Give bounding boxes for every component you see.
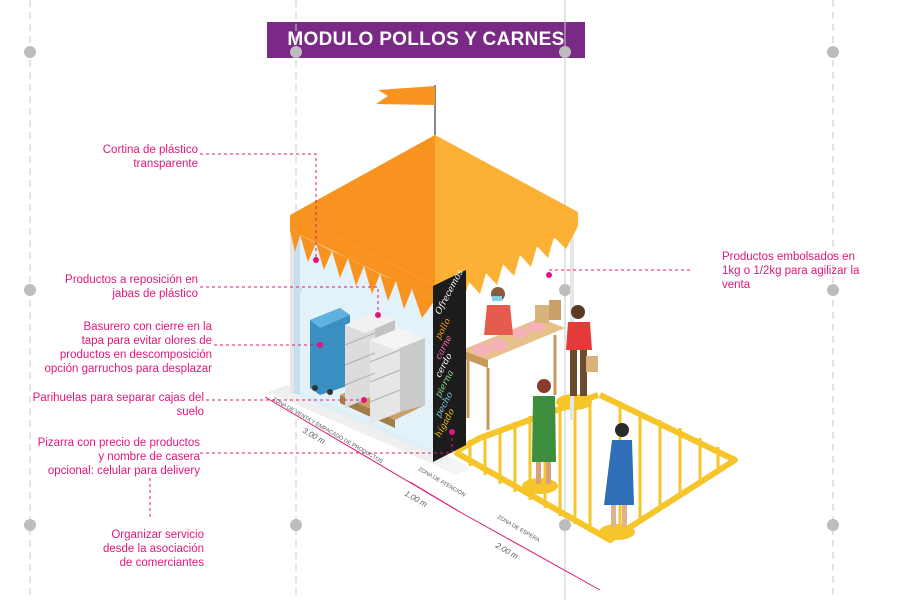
label-line: Parihuelas para separar cajas del: [32, 392, 204, 404]
chalkboard: [433, 270, 466, 462]
label-organizar: Organizar servicio desde la asociación d…: [60, 528, 204, 570]
label-basurero: Basurero con cierre en la tapa para evit…: [10, 320, 213, 376]
label-line: de comerciantes: [119, 557, 204, 569]
label-parihuelas: Parihuelas para separar cajas del suelo: [4, 391, 204, 419]
label-line: jabas de plástico: [112, 288, 198, 300]
zone-label-espera: ZONA DE ESPERA: [496, 515, 541, 544]
pallet-with-crates: [340, 312, 425, 428]
floor-zones: [268, 385, 470, 475]
dimension-lines: [264, 396, 601, 591]
sales-counter: [462, 300, 565, 430]
label-line: opcional: celular para delivery: [47, 465, 200, 477]
vendor-figure: [484, 287, 513, 335]
label-pizarra: Pizarra con precio de productos y nombre…: [4, 436, 200, 478]
label-line: Productos a reposición en: [65, 274, 198, 286]
label-embolsados: Productos embolsados en 1kg o 1/2kg para…: [722, 250, 894, 292]
label-reposicion: Productos a reposición en jabas de plást…: [20, 273, 198, 301]
tent-structure: [290, 85, 578, 318]
callout-lines: [149, 153, 690, 520]
customer-green-figure: [532, 379, 556, 484]
customer-red-figure: [566, 305, 598, 396]
label-line: Organizar servicio: [111, 529, 204, 541]
label-cortina: Cortina de plástico transparente: [40, 143, 198, 171]
label-line: suelo: [176, 406, 205, 418]
label-line: y nombre de casera: [98, 451, 200, 463]
label-line: Productos embolsados en: [722, 251, 855, 263]
customer-blue-figure: [604, 423, 634, 527]
page-title: MODULO POLLOS Y CARNES: [267, 22, 585, 58]
label-line: productos en descomposición: [59, 349, 212, 361]
label-line: Basurero con cierre en la: [83, 321, 212, 333]
barrier-rails: [468, 398, 720, 534]
label-line: venta: [722, 279, 751, 291]
label-line: tapa para evitar olores de: [81, 335, 212, 347]
label-line: Cortina de plástico: [102, 144, 198, 156]
label-line: transparente: [133, 158, 198, 170]
trash-bin: [310, 308, 350, 395]
label-line: 1kg o 1/2kg para agilizar la: [722, 265, 860, 277]
label-line: desde la asociación: [102, 543, 204, 555]
label-line: Pizarra con precio de productos: [37, 437, 200, 449]
label-line: opción garruchos para desplazar: [44, 363, 213, 375]
